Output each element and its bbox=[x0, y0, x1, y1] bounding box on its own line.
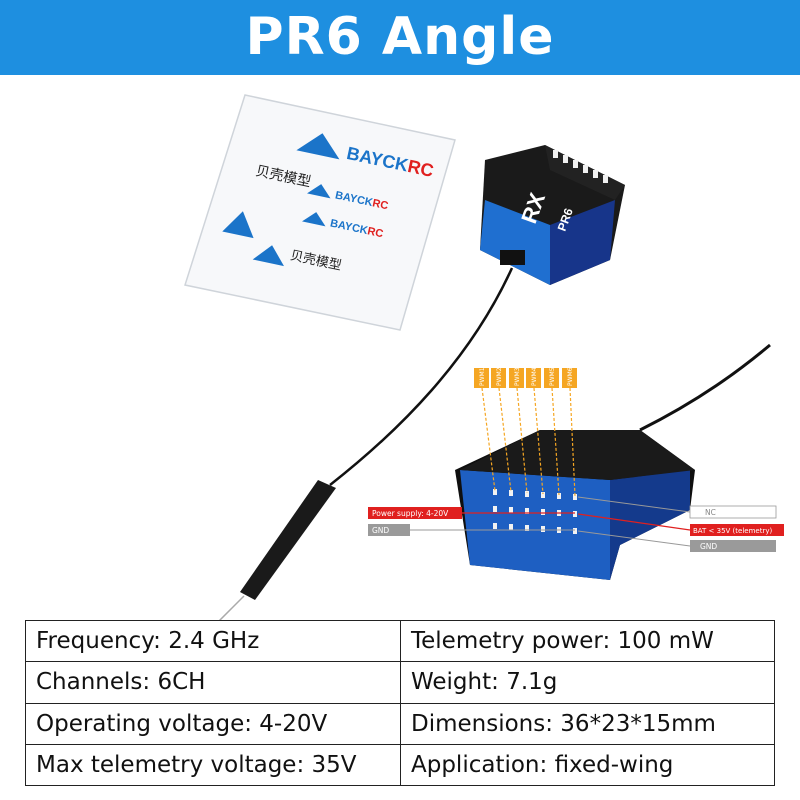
bat-label: BAT < 35V (telemetry) bbox=[693, 527, 772, 535]
pwm-label: PWM3 bbox=[514, 367, 521, 386]
receiver-detail bbox=[455, 430, 695, 580]
spec-max-telemetry-voltage: Max telemetry voltage: 35V bbox=[25, 743, 401, 787]
table-row: Frequency: 2.4 GHz Telemetry power: 100 … bbox=[25, 619, 775, 663]
brand-logo-icon bbox=[307, 184, 331, 199]
brand-logo-icon bbox=[222, 211, 254, 239]
spec-operating-voltage: Operating voltage: 4-20V bbox=[25, 702, 401, 745]
table-row: Operating voltage: 4-20V Dimensions: 36*… bbox=[25, 702, 775, 745]
power-supply-label: Power supply: 4-20V bbox=[372, 509, 449, 518]
pwm-label: PWM4 bbox=[531, 367, 538, 386]
pwm-label: PWM5 bbox=[549, 367, 556, 386]
brand-logo-icon bbox=[252, 245, 284, 267]
receiver-top: RX PR6 bbox=[480, 145, 625, 285]
pwm-labels: PWM1 PWM2 PWM3 PWM4 PWM5 PWM6 bbox=[474, 367, 577, 497]
antenna bbox=[218, 480, 336, 620]
gnd-right-label: GND bbox=[700, 542, 717, 551]
pwm-label: PWM2 bbox=[496, 367, 503, 386]
brand-logo-icon bbox=[302, 212, 326, 227]
table-row: Max telemetry voltage: 35V Application: … bbox=[25, 743, 775, 787]
spec-channels: Channels: 6CH bbox=[25, 661, 401, 704]
spec-telemetry-power: Telemetry power: 100 mW bbox=[400, 619, 775, 663]
gnd-left-label: GND bbox=[372, 526, 389, 535]
pin-callouts: Power supply: 4-20V GND NC BAT < 35V (te… bbox=[368, 496, 784, 552]
product-illustration: BAYCKRC 贝壳模型 BAYCKRC BAYCKRC 贝壳模型 bbox=[184, 94, 784, 620]
spec-dimensions: Dimensions: 36*23*15mm bbox=[400, 702, 775, 745]
spec-weight: Weight: 7.1g bbox=[400, 661, 775, 704]
specs-table: Frequency: 2.4 GHz Telemetry power: 100 … bbox=[25, 619, 775, 787]
page-title: PR6 Angle bbox=[245, 7, 555, 67]
spec-frequency: Frequency: 2.4 GHz bbox=[25, 619, 401, 663]
pwm-label: PWM1 bbox=[479, 367, 486, 386]
spec-application: Application: fixed-wing bbox=[400, 743, 775, 787]
brand-logo-icon bbox=[296, 133, 340, 160]
table-row: Channels: 6CH Weight: 7.1g bbox=[25, 661, 775, 704]
sticker-sheet: BAYCKRC 贝壳模型 BAYCKRC BAYCKRC 贝壳模型 bbox=[184, 94, 456, 331]
title-banner bbox=[0, 0, 800, 75]
nc-label: NC bbox=[705, 508, 716, 517]
pwm-label: PWM6 bbox=[567, 367, 574, 386]
